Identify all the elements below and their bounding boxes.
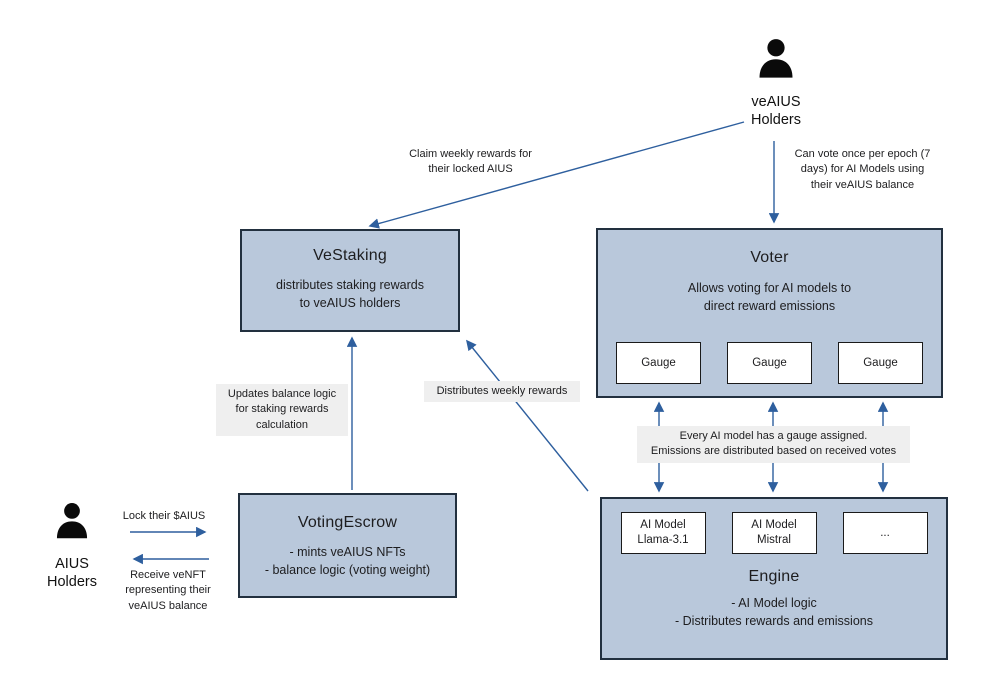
engine-node: AI Model Llama-3.1 AI Model Mistral ... … [600,497,948,660]
label-vote-per-epoch: Can vote once per epoch (7 days) for AI … [794,148,931,191]
engine-title: Engine [748,568,800,585]
vestaking-node: VeStaking distributes staking rewards to… [240,229,460,332]
veaius-holders-label: veAIUS Holders [751,94,801,129]
vestaking-description: distributes staking rewards to veAIUS ho… [276,278,424,310]
arrow-engine-to-vestaking [466,339,589,492]
label-lock-aius: Lock their $AIUS [122,510,206,522]
aius-holders-actor: AIUS Holders [22,500,122,591]
gauge-box: Gauge [838,342,923,384]
votingescrow-title: VotingEscrow [297,514,398,531]
label-updates-balance-logic: Updates balance logic for staking reward… [216,384,348,437]
ai-model-box-mistral: AI Model Mistral [731,512,817,554]
gauge-row: Gauge Gauge Gauge [598,342,941,384]
voter-node: Voter Allows voting for AI models to dir… [596,228,943,398]
engine-description: - AI Model logic - Distributes rewards a… [675,596,873,628]
votingescrow-node: VotingEscrow - mints veAIUS NFTs - balan… [238,493,457,598]
voter-description: Allows voting for AI models to direct re… [687,281,852,313]
vestaking-title: VeStaking [313,247,387,264]
aius-holders-label: AIUS Holders [47,556,97,591]
person-icon [759,39,793,78]
ai-model-row: AI Model Llama-3.1 AI Model Mistral ... [602,512,946,554]
label-gauge-assignment-note: Every AI model has a gauge assigned. Emi… [637,426,910,463]
label-receive-venft: Receive veNFT representing their veAIUS … [125,569,211,612]
person-icon [56,503,88,539]
label-distributes-weekly-rewards: Distributes weekly rewards [424,381,580,403]
voter-title: Voter [750,249,789,266]
votingescrow-description: - mints veAIUS NFTs - balance logic (vot… [264,545,431,577]
gauge-box: Gauge [727,342,812,384]
ai-model-box-llama: AI Model Llama-3.1 [620,512,706,554]
ai-model-box-more: ... [842,512,928,554]
gauge-box: Gauge [616,342,701,384]
veaius-holders-actor: veAIUS Holders [726,36,826,129]
label-claim-weekly-rewards: Claim weekly rewards for their locked AI… [409,148,532,176]
